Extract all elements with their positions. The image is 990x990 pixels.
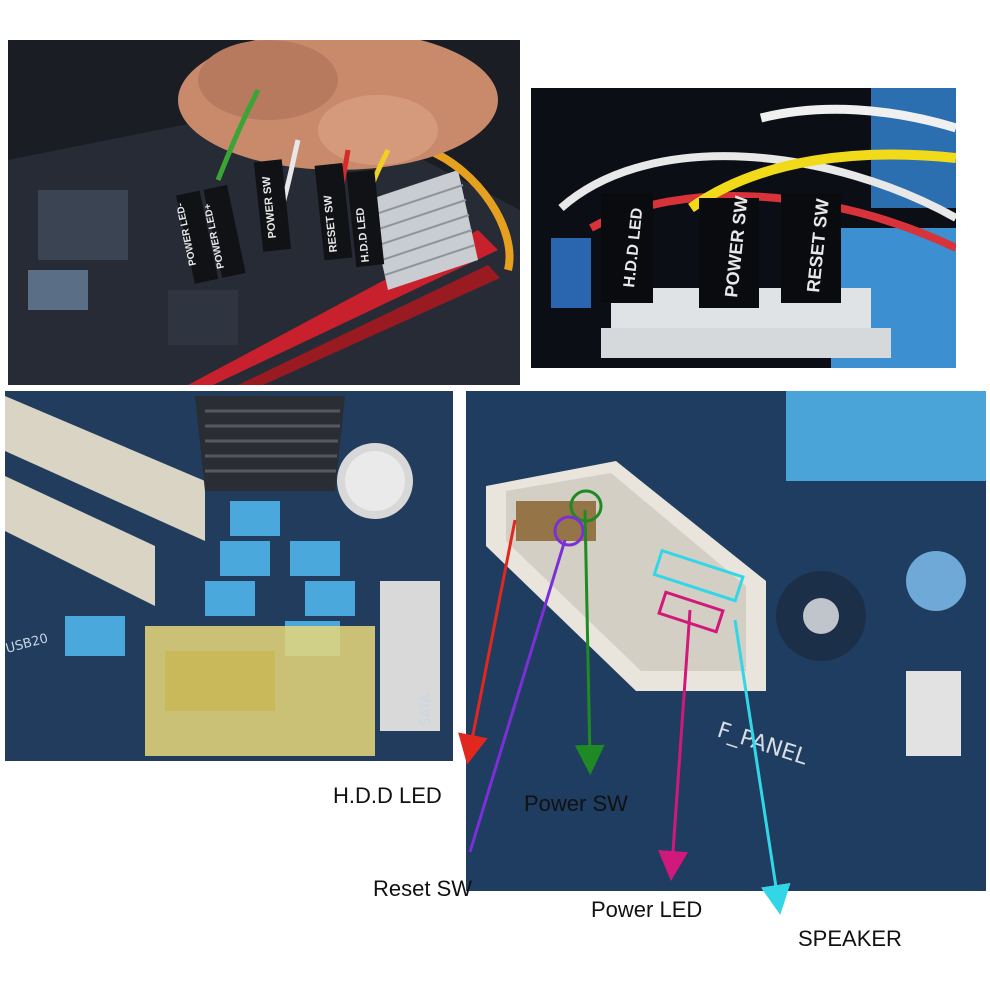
photo-connectors-closeup: H.D.D LED POWER SW RESET SW <box>531 88 956 368</box>
photo-hand-connectors: POWER LED- POWER LED+ POWER SW RESET SW … <box>8 40 520 385</box>
photo-motherboard-overview: USB20 SATA <box>5 391 453 761</box>
callout-label-hdd-led: H.D.D LED <box>333 783 442 808</box>
board-text-sata: SATA <box>419 694 434 726</box>
callout-label-power-sw: Power SW <box>524 791 628 816</box>
callout-label-power-led: Power LED <box>591 897 703 922</box>
callout-label-speaker: SPEAKER <box>798 926 902 951</box>
connector-label-hdd-led: H.D.D LED <box>354 207 372 263</box>
callout-label-reset-sw: Reset SW <box>373 876 473 901</box>
